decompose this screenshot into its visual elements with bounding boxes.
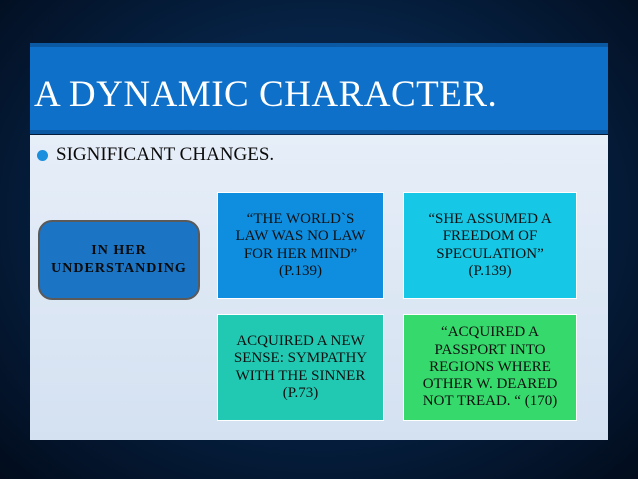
slide-title: A DYNAMIC CHARACTER. [34, 74, 498, 115]
bullet-item: SIGNIFICANT CHANGES. [37, 144, 274, 166]
title-underline [30, 130, 608, 134]
bullet-icon [37, 149, 48, 161]
diagram-box-3: ACQUIRED A NEW SENSE: SYMPATHY WITH THE … [217, 314, 384, 421]
diagram-box-3-text: ACQUIRED A NEW SENSE: SYMPATHY WITH THE … [233, 333, 368, 401]
bullet-text: SIGNIFICANT CHANGES. [56, 144, 275, 165]
diagram-box-2-text: “SHE ASSUMED A FREEDOM OF SPECULATION” (… [428, 211, 552, 279]
center-node: IN HER UNDERSTANDING [38, 220, 200, 300]
title-bar [30, 43, 608, 130]
diagram-box-1: “THE WORLD`S LAW WAS NO LAW FOR HER MIND… [217, 192, 384, 299]
center-node-label: IN HER UNDERSTANDING [51, 242, 187, 276]
diagram-box-4: “ACQUIRED A PASSPORT INTO REGIONS WHERE … [403, 314, 577, 421]
diagram-box-2: “SHE ASSUMED A FREEDOM OF SPECULATION” (… [403, 192, 577, 299]
diagram-box-1-text: “THE WORLD`S LAW WAS NO LAW FOR HER MIND… [235, 211, 366, 279]
diagram-box-4-text: “ACQUIRED A PASSPORT INTO REGIONS WHERE … [422, 324, 558, 410]
